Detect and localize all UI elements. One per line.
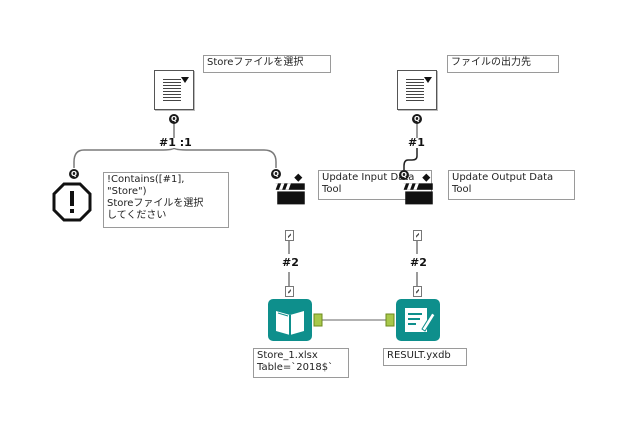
- anchor-q-browse-input[interactable]: Q: [169, 114, 179, 124]
- annotation-input-file: Storeファイルを選択: [203, 55, 331, 73]
- connection-label-4: #2: [410, 256, 427, 269]
- book-glyph: [276, 311, 304, 335]
- connection-label-3: #1: [408, 136, 425, 149]
- anchor-bolt-action-input-out[interactable]: [285, 230, 294, 241]
- anchor-bolt-output-data-in[interactable]: [413, 286, 422, 297]
- anchor-bolt-input-data-in[interactable]: [285, 286, 294, 297]
- anchor-q-action-output[interactable]: Q: [399, 170, 409, 180]
- error-message-icon[interactable]: [52, 182, 92, 222]
- file-browse-icon[interactable]: [397, 70, 437, 110]
- input-anchor: [385, 313, 395, 327]
- document-lines: [163, 79, 181, 101]
- annotation-output-data: RESULT.yxdb: [383, 348, 467, 366]
- annotation-message: !Contains([#1], "Store") Storeファイルを選択 して…: [103, 172, 229, 228]
- action-clapboard-icon[interactable]: [398, 172, 440, 206]
- anchor-q-action-input[interactable]: Q: [271, 169, 281, 179]
- dropdown-triangle: [181, 77, 189, 83]
- connection-label-1: #1 :1: [159, 136, 192, 149]
- dropdown-triangle: [424, 77, 432, 83]
- wire-to-action-output: [403, 148, 418, 175]
- annotation-output-file: ファイルの出力先: [447, 55, 559, 73]
- anchor-bolt-action-output-out[interactable]: [413, 230, 422, 241]
- anchor-q-browse-output[interactable]: Q: [412, 114, 422, 124]
- pen-glyph: [405, 308, 436, 332]
- connection-label-2: #2: [282, 256, 299, 269]
- wire-to-message: [73, 147, 175, 168]
- output-data-pen-icon[interactable]: [396, 299, 440, 341]
- file-browse-icon[interactable]: [154, 70, 194, 110]
- input-data-book-icon[interactable]: [268, 299, 312, 341]
- annotation-input-data: Store_1.xlsx Table=`2018$`: [253, 348, 349, 378]
- document-lines: [406, 79, 424, 101]
- wire-to-action-input: [173, 147, 277, 168]
- output-anchor: [313, 313, 323, 327]
- anchor-q-message[interactable]: Q: [69, 169, 79, 179]
- annotation-update-output: Update Output Data Tool: [448, 170, 575, 200]
- action-clapboard-icon[interactable]: [270, 172, 312, 206]
